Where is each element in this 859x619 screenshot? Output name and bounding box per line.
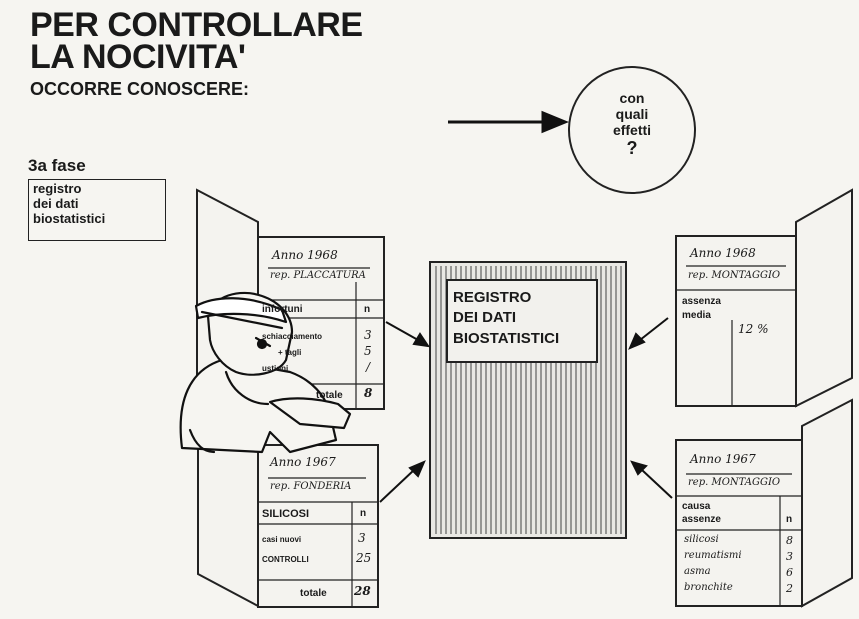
card-br-row-label: reumatismi (684, 550, 742, 561)
card-tl-row-value: 3 (364, 328, 372, 342)
card-bl-row-value: 3 (358, 531, 366, 545)
card-bl-row-value: 25 (356, 551, 371, 565)
phase-box: registro dei dati biostatistici (28, 179, 166, 241)
card-tl-row-value: 5 (364, 344, 372, 358)
phase-box-line: registro (33, 182, 161, 197)
card-bl-row-label: CONTROLLI (262, 555, 309, 564)
card-tr-col1b: media (682, 310, 711, 321)
card-tr-col1: assenza (682, 296, 721, 307)
card-tl-header1: Anno 1968 (272, 248, 338, 262)
card-br-row-label: silicosi (684, 534, 719, 545)
title-line-1: PER CONTROLLARE (30, 8, 363, 42)
card-br-row-label: bronchite (684, 582, 733, 593)
phase-label: 3a fase (28, 156, 86, 176)
card-tl-row-label: schiacciamento (262, 332, 322, 341)
register-label: REGISTRO DEI DATI BIOSTATISTICI (453, 288, 591, 349)
card-tl-col1: infortuni (262, 304, 303, 315)
card-tl-total-label: totale (316, 390, 343, 401)
ghost-background (330, 10, 570, 90)
card-br-row-value: 6 (786, 566, 793, 579)
card-tr-header2: rep. MONTAGGIO (688, 270, 780, 281)
question-line: effetti (570, 122, 694, 138)
card-bl-col2: n (360, 508, 366, 519)
register-label-line: BIOSTATISTICI (453, 329, 591, 349)
phase-box-line: dei dati (33, 197, 161, 212)
card-tl-header2: rep. PLACCATURA (270, 270, 366, 281)
card-tl-row-label: ustioni (262, 364, 288, 373)
phase-box-line: biostatistici (33, 212, 161, 227)
card-tr-header1: Anno 1968 (690, 246, 756, 260)
card-bl-total-value: 28 (354, 584, 371, 598)
title-line-3: OCCORRE CONOSCERE: (30, 79, 249, 100)
card-br-header1: Anno 1967 (690, 452, 756, 466)
card-bl-col1: SILICOSI (262, 508, 309, 520)
register-label-line: REGISTRO (453, 288, 591, 308)
question-mark: ? (570, 138, 694, 159)
arrow-to-question (448, 113, 565, 131)
card-bl-total-label: totale (300, 588, 327, 599)
card-br-col1: causa (682, 501, 710, 512)
register-label-line: DEI DATI (453, 308, 591, 328)
card-bl-header1: Anno 1967 (270, 455, 336, 469)
card-bl-header2: rep. FONDERIA (270, 481, 351, 492)
card-tl-row-label: + tagli (278, 348, 301, 357)
card-br-row-value: 2 (786, 582, 793, 595)
question-circle: con quali effetti ? (568, 66, 696, 194)
card-tl-row-value: / (366, 360, 370, 374)
card-br-col2: n (786, 514, 792, 525)
card-br-row-value: 8 (786, 534, 793, 547)
card-bl-row-label: casi nuovi (262, 535, 301, 544)
card-br-row-value: 3 (786, 550, 793, 563)
question-line: con (570, 90, 694, 106)
card-tl-total-value: 8 (364, 386, 372, 400)
title-line-2: LA NOCIVITA' (30, 40, 246, 74)
card-br-row-label: asma (684, 566, 711, 577)
card-tl-col2: n (364, 304, 370, 315)
card-tr-value: 12 % (738, 322, 769, 336)
question-line: quali (570, 106, 694, 122)
card-br-col1b: assenze (682, 514, 721, 525)
card-br-header2: rep. MONTAGGIO (688, 477, 780, 488)
